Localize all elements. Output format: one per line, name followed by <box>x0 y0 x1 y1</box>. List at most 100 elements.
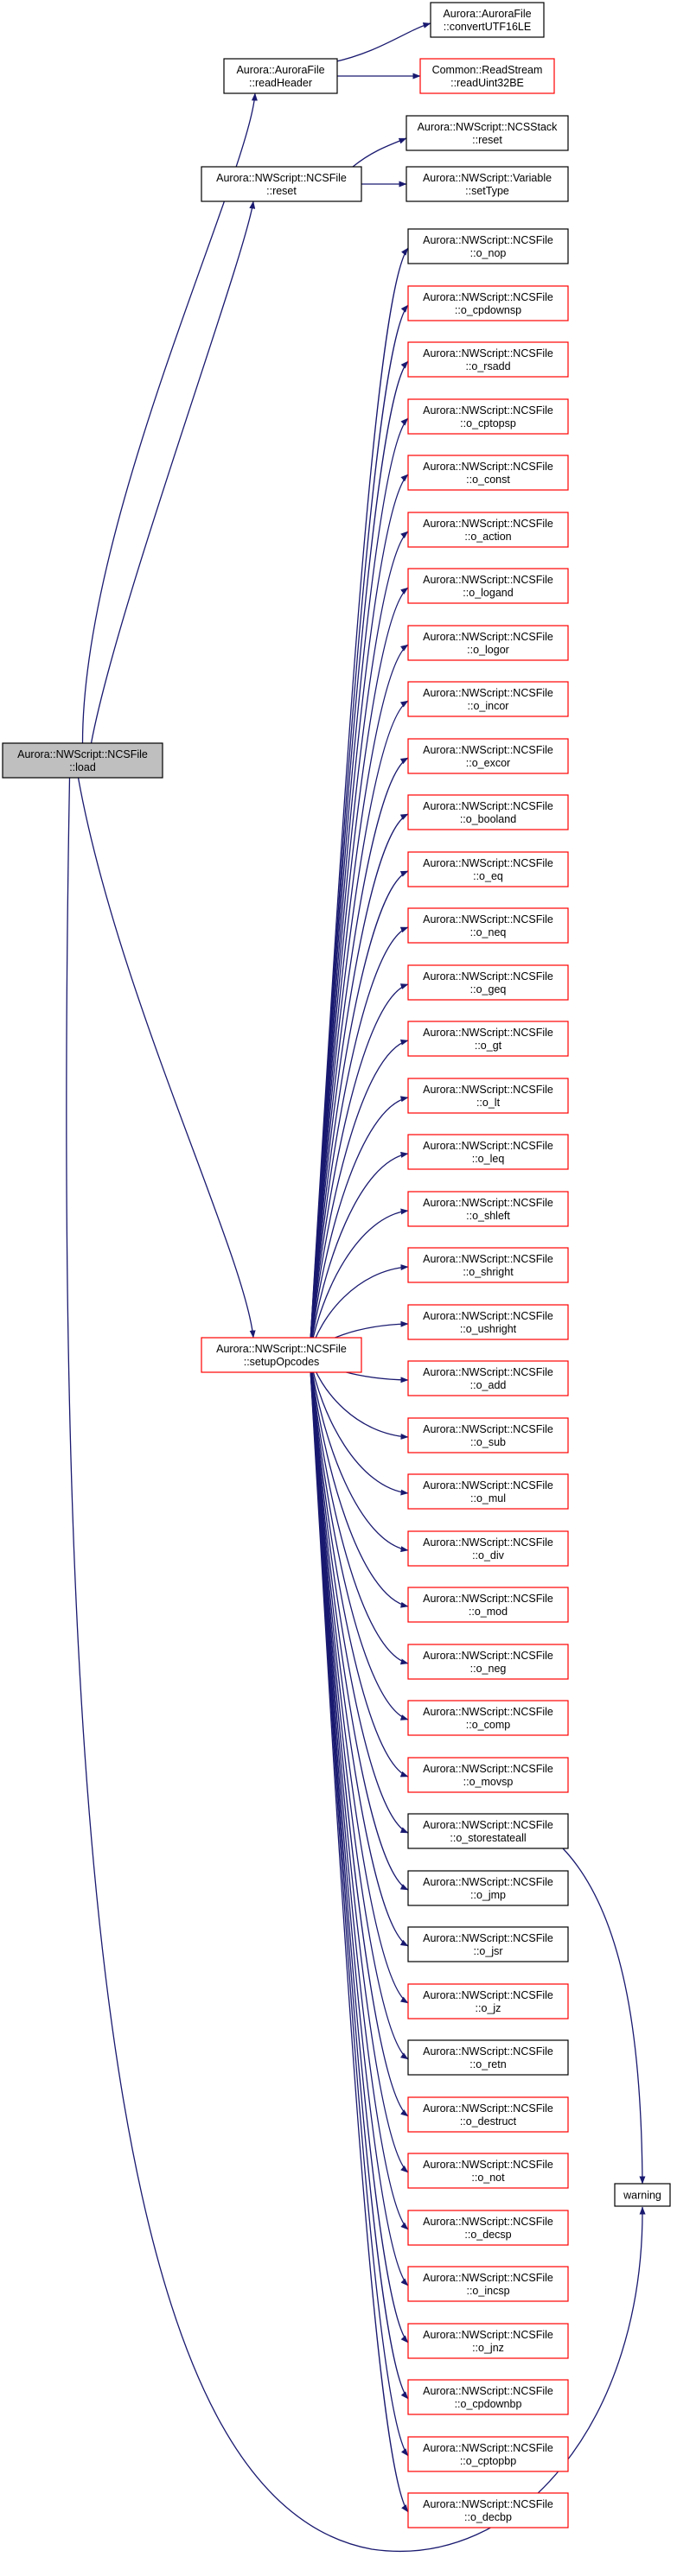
node-o_cpdownsp[interactable]: Aurora::NWScript::NCSFile::o_cpdownsp <box>407 285 569 321</box>
node-o_add[interactable]: Aurora::NWScript::NCSFile::o_add <box>407 1360 569 1396</box>
edge-setupOpcodes-o_decbp <box>309 1354 409 2513</box>
node-o_movsp-label-line-2: ::o_movsp <box>463 1776 514 1788</box>
node-o_destruct-label-line-1: Aurora::NWScript::NCSFile <box>423 2102 553 2115</box>
node-o_rsadd-box <box>407 341 569 378</box>
edge-readHeader-convertUTF16LE <box>332 22 431 63</box>
node-o_mul-box <box>407 1473 569 1510</box>
node-readHeader[interactable]: Aurora::AuroraFile::readHeader <box>223 58 338 94</box>
node-o_nop[interactable]: Aurora::NWScript::NCSFile::o_nop <box>407 228 569 264</box>
node-o_cpdownsp-label-line-2: ::o_cpdownsp <box>455 304 521 316</box>
node-o_geq[interactable]: Aurora::NWScript::NCSFile::o_geq <box>407 964 569 1001</box>
node-warning[interactable]: warning <box>614 2183 671 2207</box>
edge-setupOpcodes-o_incsp <box>309 1354 409 2287</box>
node-load[interactable]: Aurora::NWScript::NCSFile::load <box>2 742 163 779</box>
node-o_action-label-line-2: ::o_action <box>464 531 511 543</box>
node-o_cpdownsp-box <box>407 285 569 321</box>
node-o_excor-box <box>407 738 569 774</box>
node-o_incor[interactable]: Aurora::NWScript::NCSFile::o_incor <box>407 681 569 717</box>
node-o_booland[interactable]: Aurora::NWScript::NCSFile::o_booland <box>407 794 569 830</box>
edge-setupOpcodes-o_comp <box>309 1354 409 1721</box>
node-readUint32BE-box <box>419 58 555 94</box>
node-o_shright-box <box>407 1247 569 1283</box>
node-o_cpdownbp-label-line-1: Aurora::NWScript::NCSFile <box>423 2385 553 2397</box>
node-o_incsp-label-line-1: Aurora::NWScript::NCSFile <box>423 2272 553 2284</box>
node-o_ushright[interactable]: Aurora::NWScript::NCSFile::o_ushright <box>407 1304 569 1340</box>
node-o_leq-box <box>407 1134 569 1170</box>
node-o_cpdownbp-box <box>407 2379 569 2415</box>
node-o_logor[interactable]: Aurora::NWScript::NCSFile::o_logor <box>407 625 569 661</box>
node-o_movsp[interactable]: Aurora::NWScript::NCSFile::o_movsp <box>407 1757 569 1793</box>
edge-setupOpcodes-o_jmp <box>309 1354 409 1891</box>
node-setType[interactable]: Aurora::NWScript::Variable::setType <box>406 166 569 202</box>
node-o_rsadd[interactable]: Aurora::NWScript::NCSFile::o_rsadd <box>407 341 569 378</box>
node-o_comp-label-line-1: Aurora::NWScript::NCSFile <box>423 1706 553 1718</box>
node-o_cpdownbp[interactable]: Aurora::NWScript::NCSFile::o_cpdownbp <box>407 2379 569 2415</box>
node-o_retn-label-line-1: Aurora::NWScript::NCSFile <box>423 2045 553 2058</box>
node-stack_reset[interactable]: Aurora::NWScript::NCSStack::reset <box>406 115 569 151</box>
node-o_excor[interactable]: Aurora::NWScript::NCSFile::o_excor <box>407 738 569 774</box>
node-o_lt-label-line-1: Aurora::NWScript::NCSFile <box>423 1084 553 1096</box>
node-o_nop-label-line-1: Aurora::NWScript::NCSFile <box>423 234 553 246</box>
node-o_cptopsp[interactable]: Aurora::NWScript::NCSFile::o_cptopsp <box>407 398 569 435</box>
node-readHeader-label-line-2: ::readHeader <box>249 77 312 89</box>
node-o_cpdownbp-label-line-2: ::o_cpdownbp <box>455 2398 522 2410</box>
node-o_neq[interactable]: Aurora::NWScript::NCSFile::o_neq <box>407 907 569 944</box>
node-o_decsp-box <box>407 2210 569 2246</box>
node-o_cptopbp[interactable]: Aurora::NWScript::NCSFile::o_cptopbp <box>407 2436 569 2472</box>
edge-setupOpcodes-o_storestateall <box>309 1354 409 1834</box>
node-o_logand[interactable]: Aurora::NWScript::NCSFile::o_logand <box>407 568 569 604</box>
node-o_leq[interactable]: Aurora::NWScript::NCSFile::o_leq <box>407 1134 569 1170</box>
node-o_destruct-label-line-2: ::o_destruct <box>460 2115 517 2128</box>
node-o_gt-box <box>407 1021 569 1057</box>
node-o_sub[interactable]: Aurora::NWScript::NCSFile::o_sub <box>407 1417 569 1453</box>
node-o_jz[interactable]: Aurora::NWScript::NCSFile::o_jz <box>407 1983 569 2019</box>
node-o_decbp[interactable]: Aurora::NWScript::NCSFile::o_decbp <box>407 2492 569 2528</box>
node-o_storestateall[interactable]: Aurora::NWScript::NCSFile::o_storestatea… <box>407 1813 569 1849</box>
node-readUint32BE[interactable]: Common::ReadStream::readUint32BE <box>419 58 555 94</box>
node-setType-label-line-2: ::setType <box>465 185 509 197</box>
node-o_neg[interactable]: Aurora::NWScript::NCSFile::o_neg <box>407 1644 569 1680</box>
node-o_retn[interactable]: Aurora::NWScript::NCSFile::o_retn <box>407 2039 569 2076</box>
node-o_nop-label-line-2: ::o_nop <box>470 247 507 259</box>
node-o_mul[interactable]: Aurora::NWScript::NCSFile::o_mul <box>407 1473 569 1510</box>
node-o_decsp[interactable]: Aurora::NWScript::NCSFile::o_decsp <box>407 2210 569 2246</box>
node-o_lt[interactable]: Aurora::NWScript::NCSFile::o_lt <box>407 1078 569 1114</box>
node-reset-box <box>201 166 362 202</box>
edge-setupOpcodes-o_div <box>309 1354 409 1553</box>
node-o_incsp[interactable]: Aurora::NWScript::NCSFile::o_incsp <box>407 2266 569 2302</box>
node-o_eq[interactable]: Aurora::NWScript::NCSFile::o_eq <box>407 851 569 887</box>
node-o_movsp-label-line-1: Aurora::NWScript::NCSFile <box>423 1763 553 1775</box>
edge-o_storestateall-warning <box>562 1848 646 2185</box>
node-o_jmp[interactable]: Aurora::NWScript::NCSFile::o_jmp <box>407 1870 569 1906</box>
node-reset-label-line-2: ::reset <box>266 185 297 197</box>
node-o_destruct[interactable]: Aurora::NWScript::NCSFile::o_destruct <box>407 2096 569 2133</box>
node-o_jz-label-line-1: Aurora::NWScript::NCSFile <box>423 1989 553 2001</box>
node-o_mod[interactable]: Aurora::NWScript::NCSFile::o_mod <box>407 1587 569 1623</box>
node-o_incor-label-line-2: ::o_incor <box>468 700 509 712</box>
node-o_lt-label-line-2: ::o_lt <box>476 1097 501 1109</box>
node-o_incor-box <box>407 681 569 717</box>
node-o_decbp-label-line-1: Aurora::NWScript::NCSFile <box>423 2498 553 2510</box>
edge-setupOpcodes-o_neq <box>309 926 409 1356</box>
node-o_shright[interactable]: Aurora::NWScript::NCSFile::o_shright <box>407 1247 569 1283</box>
node-o_comp[interactable]: Aurora::NWScript::NCSFile::o_comp <box>407 1700 569 1736</box>
node-o_neg-box <box>407 1644 569 1680</box>
node-o_shleft[interactable]: Aurora::NWScript::NCSFile::o_shleft <box>407 1191 569 1227</box>
node-reset[interactable]: Aurora::NWScript::NCSFile::reset <box>201 166 362 202</box>
node-o_jsr[interactable]: Aurora::NWScript::NCSFile::o_jsr <box>407 1926 569 1962</box>
node-o_gt[interactable]: Aurora::NWScript::NCSFile::o_gt <box>407 1021 569 1057</box>
node-convertUTF16LE[interactable]: Aurora::AuroraFile::convertUTF16LE <box>430 2 545 38</box>
node-o_gt-label-line-1: Aurora::NWScript::NCSFile <box>423 1027 553 1039</box>
node-o_cptopsp-box <box>407 398 569 435</box>
node-o_not[interactable]: Aurora::NWScript::NCSFile::o_not <box>407 2153 569 2189</box>
node-o_div-label-line-2: ::o_div <box>472 1549 505 1562</box>
node-o_jnz-label-line-1: Aurora::NWScript::NCSFile <box>423 2329 553 2341</box>
node-o_jnz[interactable]: Aurora::NWScript::NCSFile::o_jnz <box>407 2323 569 2359</box>
node-o_div[interactable]: Aurora::NWScript::NCSFile::o_div <box>407 1530 569 1567</box>
node-o_logor-box <box>407 625 569 661</box>
node-o_const[interactable]: Aurora::NWScript::NCSFile::o_const <box>407 455 569 491</box>
node-o_mod-box <box>407 1587 569 1623</box>
node-o_booland-label-line-1: Aurora::NWScript::NCSFile <box>423 800 553 812</box>
node-o_action[interactable]: Aurora::NWScript::NCSFile::o_action <box>407 512 569 548</box>
node-setupOpcodes[interactable]: Aurora::NWScript::NCSFile::setupOpcodes <box>201 1337 362 1373</box>
